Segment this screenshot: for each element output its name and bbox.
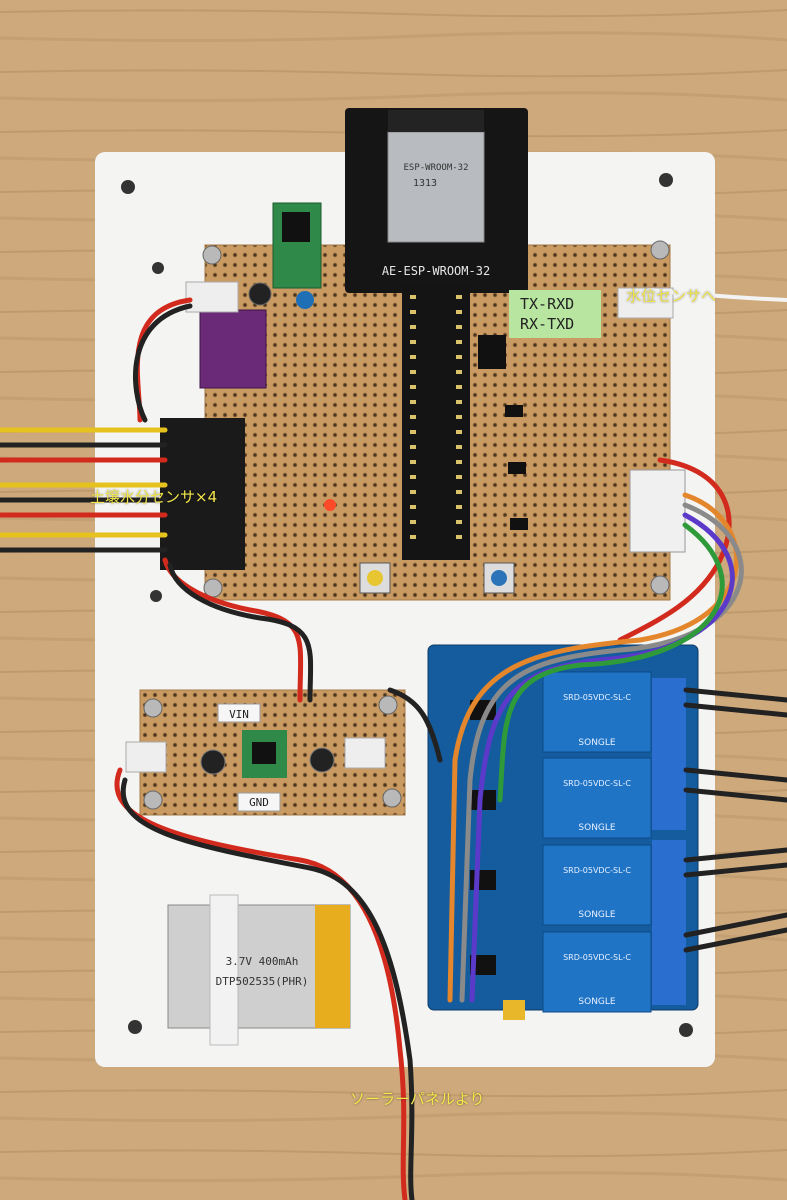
mount-hole bbox=[679, 1023, 693, 1037]
water-level-label: 水位センサへ bbox=[626, 287, 717, 305]
screw bbox=[143, 790, 163, 810]
led-red bbox=[324, 499, 336, 511]
push-button-cap bbox=[367, 570, 383, 586]
screw bbox=[378, 695, 398, 715]
jumper bbox=[503, 1000, 525, 1020]
relay-brand-4: SONGLE bbox=[578, 997, 616, 1007]
battery-spec: 3.7V 400mAh bbox=[226, 955, 299, 968]
mount-hole bbox=[659, 173, 673, 187]
capacitor bbox=[296, 291, 314, 309]
solar-panel-label: ソーラーパネルより bbox=[350, 1090, 485, 1108]
relay-brand-1: SONGLE bbox=[578, 738, 616, 748]
optocouplers bbox=[470, 700, 496, 975]
uart-note-line2: RX-TXD bbox=[520, 315, 575, 333]
relay-brand-2: SONGLE bbox=[578, 823, 616, 833]
soil-sensor-label: 土壌水分センサ×4 bbox=[90, 488, 218, 506]
transistor bbox=[505, 405, 523, 417]
screw bbox=[143, 698, 163, 718]
charger-chip bbox=[252, 742, 276, 764]
regulator-chip bbox=[282, 212, 310, 242]
screw bbox=[650, 575, 670, 595]
gnd-text: GND bbox=[249, 796, 269, 809]
wires bbox=[0, 288, 787, 1200]
uart-note-sticker bbox=[509, 290, 601, 338]
relay-model-3: SRD-05VDC-SL-C bbox=[563, 866, 631, 875]
relay-blocks bbox=[542, 671, 652, 1013]
relay-brand-3: SONGLE bbox=[578, 910, 616, 920]
screw bbox=[202, 245, 222, 265]
esp32-antenna bbox=[388, 110, 484, 132]
lipo-battery-tab bbox=[315, 905, 350, 1028]
vin-tag bbox=[217, 703, 261, 723]
battery-model: DTP502535(PHR) bbox=[216, 975, 309, 988]
esp32-chip-code: 1313 bbox=[413, 178, 437, 189]
mount-hole bbox=[128, 1020, 142, 1034]
relay-model-2: SRD-05VDC-SL-C bbox=[563, 779, 631, 788]
esp32-module-name: AE-ESP-WROOM-32 bbox=[382, 264, 490, 278]
relay-model-4: SRD-05VDC-SL-C bbox=[563, 953, 631, 962]
screw bbox=[650, 240, 670, 260]
relay-model-1: SRD-05VDC-SL-C bbox=[563, 693, 631, 702]
transistor bbox=[510, 518, 528, 530]
screw bbox=[382, 788, 402, 808]
vin-text: VIN bbox=[229, 708, 249, 721]
connector-white bbox=[125, 741, 167, 773]
push-button-cap bbox=[491, 570, 507, 586]
gnd-tag bbox=[237, 792, 281, 812]
mount-hole bbox=[121, 180, 135, 194]
connector-white bbox=[185, 281, 239, 313]
mount-hole bbox=[152, 262, 164, 274]
cable-tie bbox=[209, 894, 239, 1046]
connector-white-right bbox=[629, 469, 686, 553]
terminal-blocks bbox=[652, 678, 686, 1005]
pin-header bbox=[478, 335, 506, 369]
capacitor bbox=[200, 749, 226, 775]
esp32-pins bbox=[410, 295, 462, 539]
esp32-header-pcb bbox=[402, 285, 470, 560]
capacitor bbox=[248, 282, 272, 306]
esp32-chip-label: ESP-WROOM-32 bbox=[403, 163, 468, 173]
mount-hole bbox=[150, 590, 162, 602]
capacitor bbox=[309, 747, 335, 773]
pressure-sensor-board bbox=[199, 309, 267, 389]
transistor bbox=[508, 462, 526, 474]
uart-note-line1: TX-RXD bbox=[520, 295, 575, 313]
connector-white bbox=[344, 737, 386, 769]
sensor-header-connector bbox=[160, 418, 245, 570]
